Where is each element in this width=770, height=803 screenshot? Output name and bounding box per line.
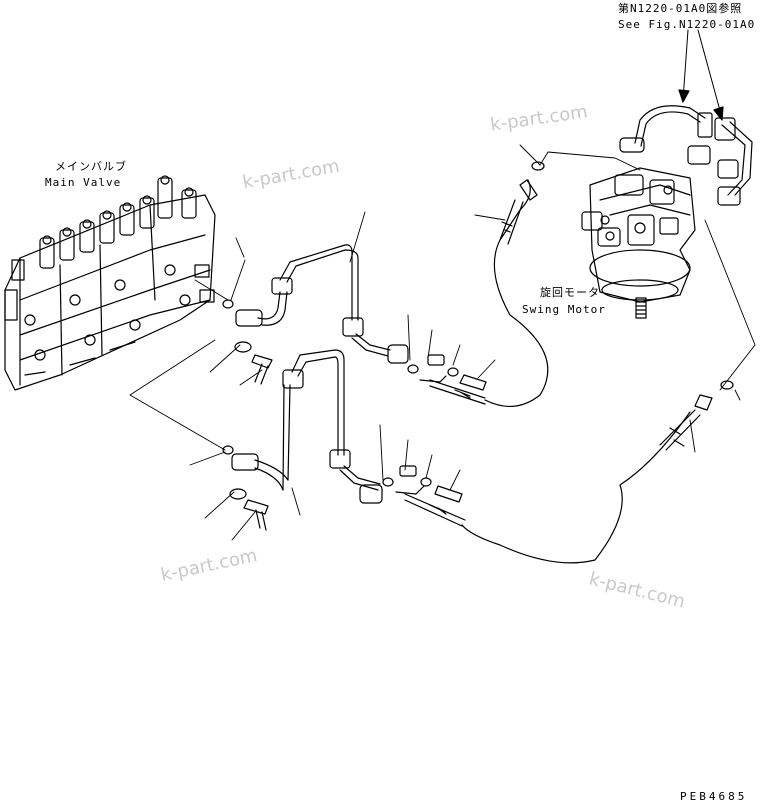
reference-note-en: See Fig.N1220-01A0 bbox=[618, 18, 756, 31]
reference-note-jp: 第N1220-01A0図参照 bbox=[618, 2, 743, 15]
lower-pipe-assembly bbox=[222, 349, 466, 531]
leader-lines bbox=[129, 144, 756, 541]
o-ring-motor-upper bbox=[531, 161, 545, 171]
swing-motor-label-jp: 旋回モータ bbox=[540, 286, 600, 299]
hoses bbox=[461, 179, 713, 564]
drawing-code: PEB4685 bbox=[680, 790, 748, 803]
swing-motor-illustration bbox=[581, 167, 696, 319]
main-valve-label-jp: メインバルブ bbox=[55, 160, 127, 173]
o-ring-motor-lower bbox=[720, 380, 734, 390]
swing-motor-label-en: Swing Motor bbox=[522, 303, 606, 316]
upper-pipe-assembly bbox=[222, 244, 487, 405]
main-valve-illustration bbox=[4, 175, 216, 391]
reference-pipes bbox=[619, 29, 753, 206]
main-valve-label-en: Main Valve bbox=[45, 176, 122, 189]
